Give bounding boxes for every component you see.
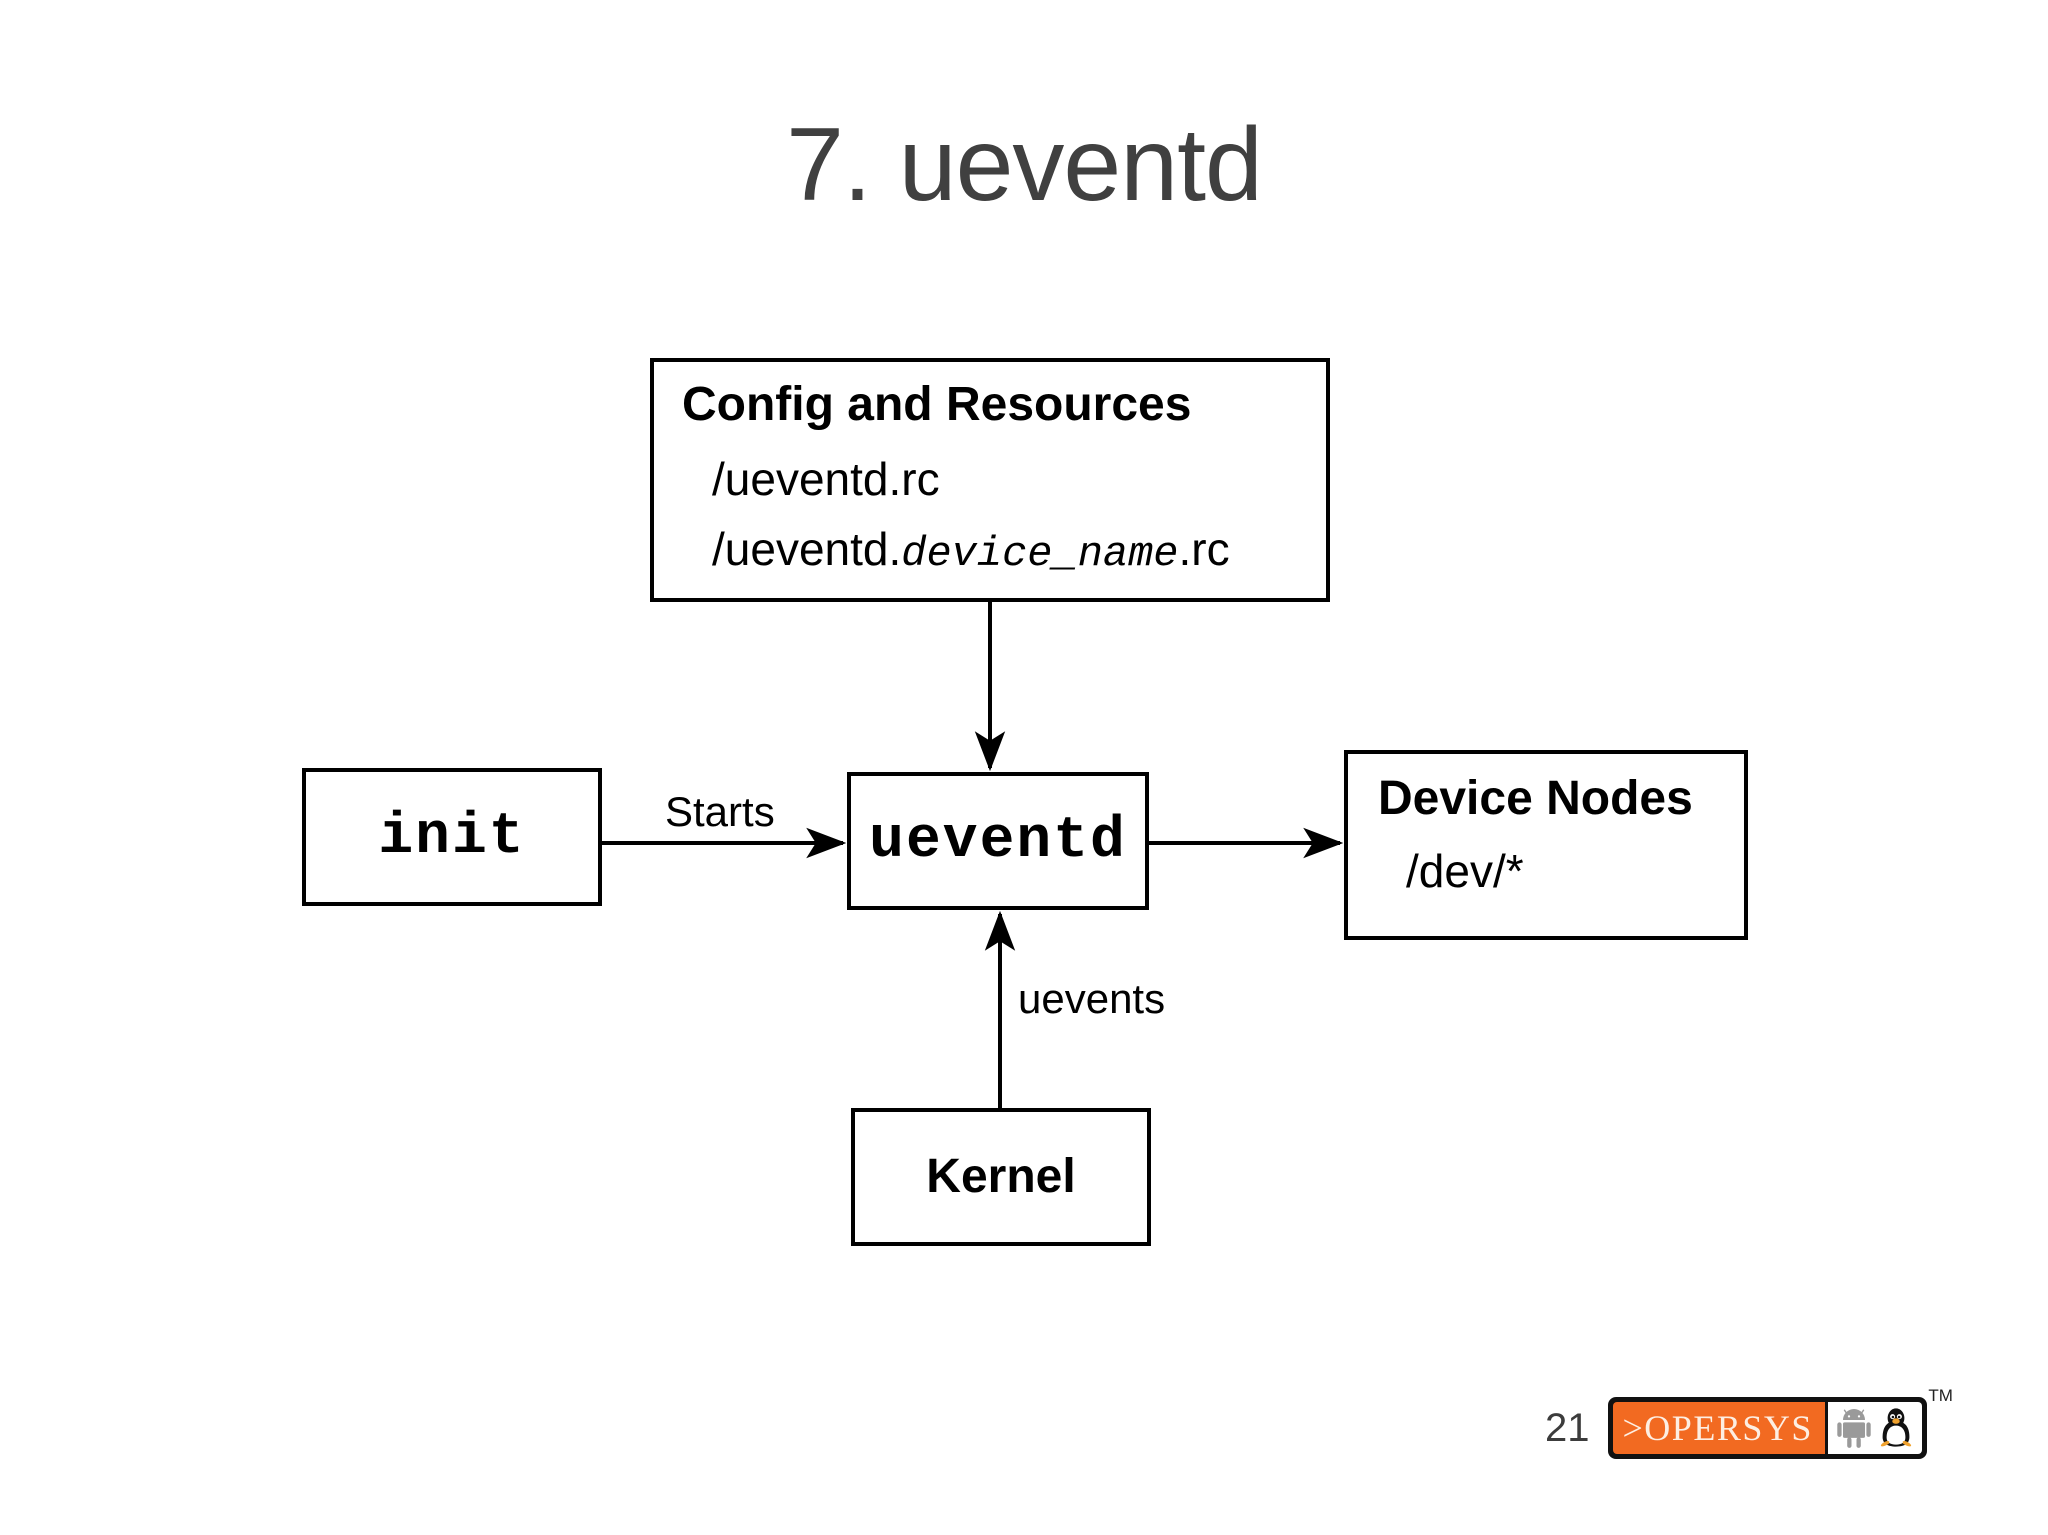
config-file-1-text: /ueventd.rc	[712, 453, 940, 505]
config-box-heading: Config and Resources	[682, 378, 1192, 431]
kernel-label: Kernel	[926, 1150, 1076, 1204]
config-file-2-suffix: .rc	[1178, 523, 1230, 575]
device-nodes-path-text: /dev/*	[1406, 845, 1524, 897]
opersys-wordmark: >OPERSYS	[1612, 1402, 1825, 1454]
node-device-nodes: Device Nodes /dev/*	[1344, 750, 1748, 940]
page-title: 7. ueventd	[786, 107, 1263, 223]
opersys-icon-group	[1827, 1402, 1922, 1454]
node-init: init	[302, 768, 602, 906]
config-file-2-variable: device_name	[901, 530, 1179, 578]
node-ueventd: ueventd	[847, 772, 1149, 910]
edge-label-uevents: uevents	[1018, 975, 1166, 1022]
node-config-and-resources: Config and Resources /ueventd.rc /uevent…	[650, 358, 1330, 602]
init-label: init	[378, 804, 526, 870]
linux-tux-icon	[1880, 1408, 1911, 1447]
config-file-2-prefix: /ueventd.	[712, 523, 902, 575]
slide-footer: 21 >OPERSYS	[1545, 1386, 1953, 1470]
node-kernel: Kernel	[851, 1108, 1151, 1246]
device-nodes-path: /dev/*	[1406, 842, 1524, 902]
edge-label-starts: Starts	[665, 788, 775, 835]
opersys-wordmark-text: >OPERSYS	[1622, 1408, 1813, 1448]
config-file-line-1: /ueventd.rc	[712, 450, 940, 510]
opersys-logo: >OPERSYS	[1607, 1387, 1953, 1459]
page-number: 21	[1545, 1406, 1590, 1450]
device-nodes-heading: Device Nodes	[1378, 772, 1693, 825]
config-file-line-2: /ueventd.device_name.rc	[712, 520, 1230, 582]
ueventd-label: ueventd	[869, 808, 1127, 874]
android-robot-icon	[1837, 1409, 1871, 1448]
trademark-symbol: TM	[1928, 1386, 1953, 1405]
